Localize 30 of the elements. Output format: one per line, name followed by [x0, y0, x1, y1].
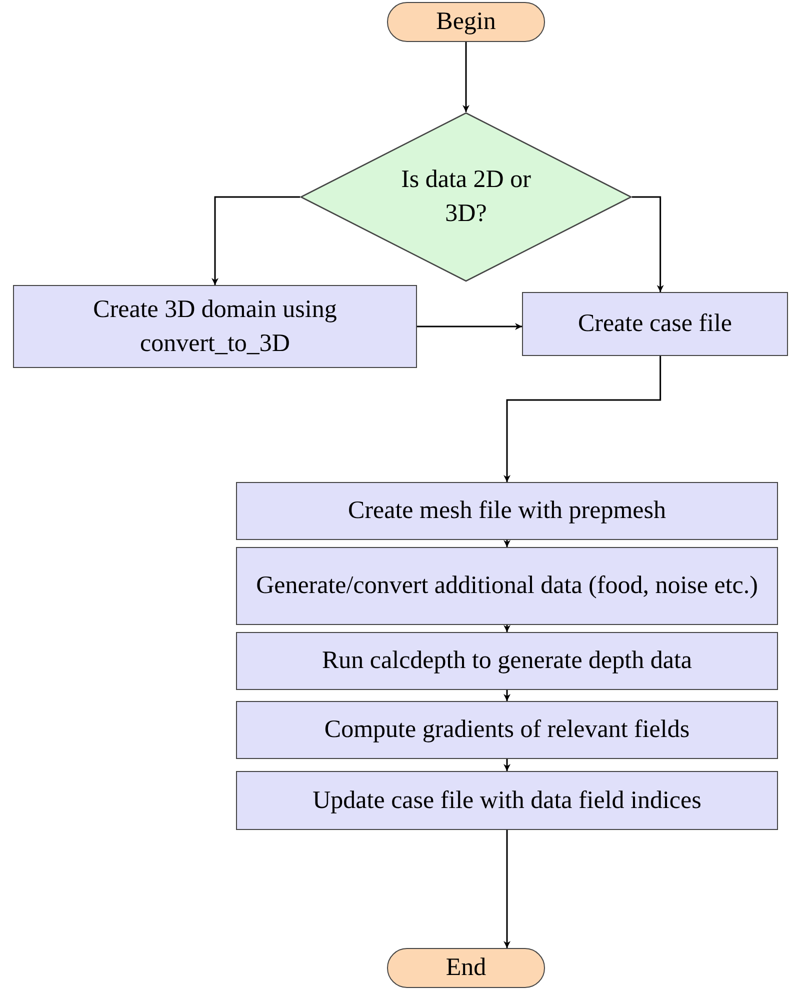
process-box — [236, 771, 778, 830]
arrow — [632, 196, 664, 292]
arrow — [462, 42, 470, 112]
process-box — [13, 285, 417, 368]
process-text: Create 3D domain using convert_to_3D — [92, 294, 338, 358]
decision-text: Is data 2D or 3D? — [400, 165, 532, 229]
process-text: Generate/convert additional data (food, noise etc.) — [255, 571, 759, 602]
terminal-shape — [387, 948, 545, 988]
arrow — [504, 356, 662, 482]
terminal-label: End — [444, 953, 488, 984]
process-box — [522, 292, 788, 356]
arrow — [504, 759, 510, 771]
process-text: Update case file with data field indices — [312, 786, 702, 816]
arrow — [504, 690, 510, 701]
arrow — [504, 625, 510, 632]
process-text: Create mesh file with prepmesh — [347, 496, 667, 526]
process-text: Create case file — [576, 309, 734, 340]
arrow — [504, 830, 510, 948]
process-text: Compute gradients of relevant fields — [323, 715, 691, 746]
process-box — [236, 632, 778, 690]
arrow — [504, 540, 510, 547]
process-box — [236, 482, 778, 540]
terminal-shape — [387, 2, 545, 42]
arrow — [417, 323, 522, 330]
arrow — [212, 196, 300, 285]
process-box — [236, 701, 778, 759]
process-box — [236, 547, 778, 625]
terminal-label: Begin — [435, 7, 497, 38]
decision-diamond — [300, 112, 632, 282]
process-text: Run calcdepth to generate depth data — [321, 646, 693, 676]
